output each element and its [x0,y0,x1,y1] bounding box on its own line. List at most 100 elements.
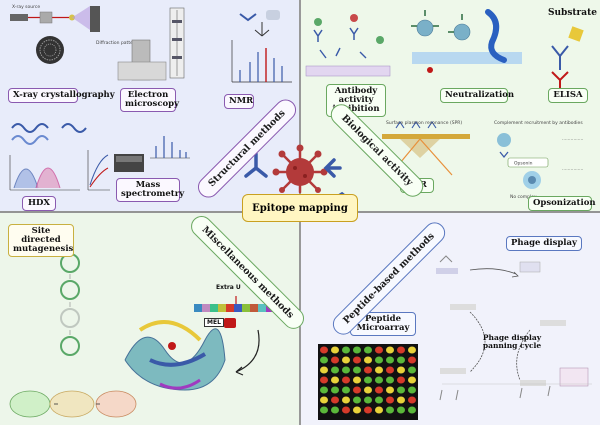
array-spot [353,366,361,374]
epitope-mapping-title: Epitope mapping [242,194,358,222]
array-spot [342,396,350,404]
array-spot [342,376,350,384]
array-spot [342,366,350,374]
array-spot [364,366,372,374]
array-spot [397,386,405,394]
elisa-illustration [551,26,584,88]
array-spot [364,386,372,394]
array-spot [375,356,383,364]
array-spot [397,346,405,354]
electron-microscope-illustration [117,7,185,81]
array-spot [320,406,328,414]
spr-diagram-title: Surface plasmon resonance (SPR) [386,120,462,126]
nmr-label: NMR [224,94,254,109]
array-spot [331,396,339,404]
opsonization-label: Opsonization [528,196,596,211]
array-spot [364,346,372,354]
array-spot [386,396,394,404]
array-spot [331,406,339,414]
antibody-inhibition-illustration [305,14,391,77]
array-spot [353,396,361,404]
mel-label: MEL [204,318,224,327]
array-spot [408,366,416,374]
array-spot [353,406,361,414]
array-spot [331,366,339,374]
array-spot [342,346,350,354]
no-complex-label: No complex [510,194,537,200]
array-spot [386,356,394,364]
mass-spectrometry-label: Mass spectrometry [116,178,184,202]
hdx-illustration [9,123,110,191]
array-spot [342,386,350,394]
virus-icon [272,144,328,194]
array-spot [320,376,328,384]
array-spot [386,406,394,414]
array-spot [320,346,328,354]
phage-panning-cycle-label: Phage display panning cycle [482,333,542,351]
array-spot [375,346,383,354]
array-spot [353,386,361,394]
elisa-label: ELISA [548,88,588,103]
array-spot [375,366,383,374]
array-spot [386,346,394,354]
array-spot [408,406,416,414]
hdx-label: HDX [22,196,56,211]
array-spot [408,346,416,354]
svg-text:...............: ............... [562,167,583,172]
array-spot [353,356,361,364]
site-directed-mutagenesis-illustration [9,253,137,418]
array-spot [364,396,372,404]
svg-text:...............: ............... [562,137,583,142]
array-spot [364,406,372,414]
array-spot [353,376,361,384]
phage-display-label: Phage display [506,236,582,251]
array-spot [386,366,394,374]
xray-setup-illustration: X-ray source Diffraction pattern [10,4,138,64]
neutralization-illustration [411,9,522,73]
array-spot [397,396,405,404]
extra-u-label: Extra U [216,284,241,291]
array-spot [408,396,416,404]
array-spot [375,376,383,384]
array-spot [408,386,416,394]
array-spot [408,356,416,364]
substrate-label: Substrate [548,8,598,18]
array-spot [320,356,328,364]
nmr-spectrum-illustration [231,10,292,83]
neutralization-label: Neutralization [440,88,514,103]
site-directed-mutagenesis-label: Site directed mutagenesis [8,224,74,257]
xray-crystallography-label: X-ray crystallography [8,88,115,103]
array-spot [375,396,383,404]
array-spot [375,386,383,394]
array-spot [397,406,405,414]
array-spot [320,396,328,404]
array-spot [353,346,361,354]
array-spot [397,376,405,384]
svg-text:Diffraction pattern: Diffraction pattern [96,40,138,46]
array-spot [331,346,339,354]
microarray-illustration [318,344,418,420]
opsonization-illustration: Complement recruitment by antibodies Ops… [494,120,583,200]
mass-spectrometer-illustration [114,136,190,172]
svg-text:X-ray source: X-ray source [12,4,40,10]
complement-title: Complement recruitment by antibodies [494,120,583,126]
array-spot [375,406,383,414]
protein-structure-illustration [124,320,226,391]
array-spot [386,386,394,394]
array-spot [408,376,416,384]
array-spot [331,356,339,364]
array-spot [364,376,372,384]
phage-panning-illustration [436,255,592,401]
array-spot [397,356,405,364]
array-spot [320,366,328,374]
electron-microscopy-label: Electron microscopy [120,88,179,112]
array-spot [342,356,350,364]
array-spot [331,386,339,394]
array-spot [386,376,394,384]
array-spot [364,356,372,364]
array-spot [331,376,339,384]
array-spot [397,366,405,374]
array-spot [342,406,350,414]
array-spot [320,386,328,394]
